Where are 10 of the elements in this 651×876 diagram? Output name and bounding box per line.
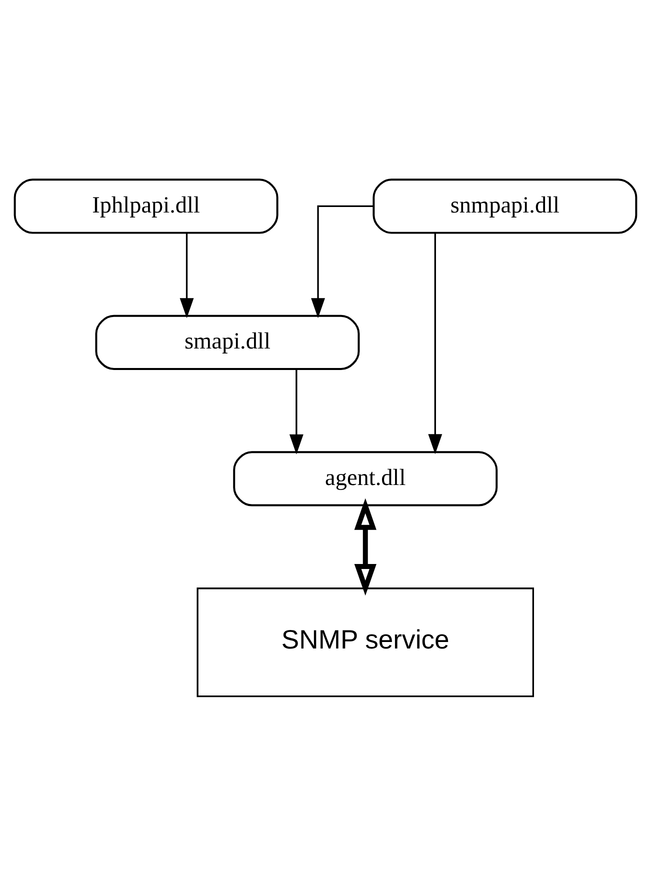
node-box: Iphlpapi.dll bbox=[14, 178, 278, 234]
node-box: SNMP service bbox=[196, 588, 534, 698]
arrow bbox=[180, 233, 194, 318]
arrow bbox=[311, 205, 374, 318]
node-box: smapi.dll bbox=[95, 314, 360, 370]
node-box: snmpapi.dll bbox=[372, 178, 638, 234]
arrow bbox=[289, 369, 304, 454]
arrow bbox=[428, 232, 442, 454]
node-box: agent.dll bbox=[233, 451, 498, 506]
arrow bbox=[354, 498, 376, 596]
